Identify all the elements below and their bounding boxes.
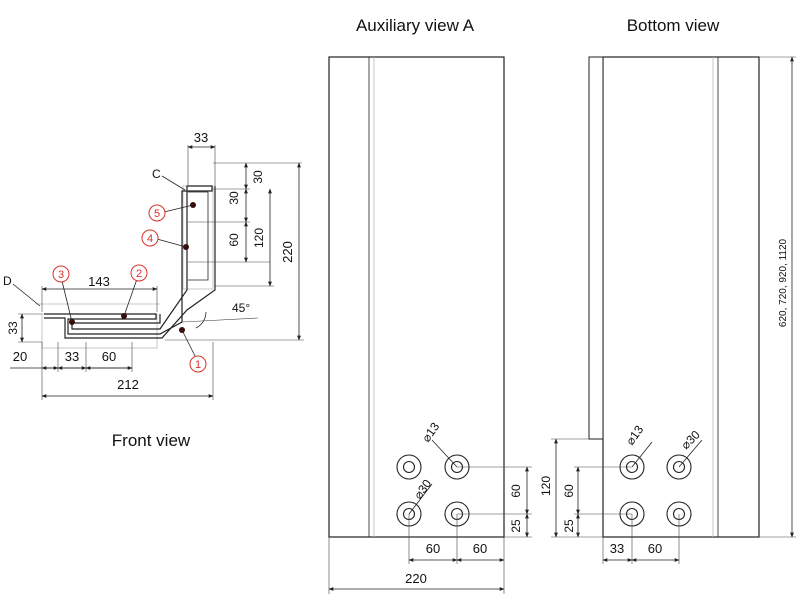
bracket-inner-profile bbox=[44, 186, 216, 339]
dim-20: 20 bbox=[13, 349, 27, 364]
aux-leader-large bbox=[408, 483, 433, 515]
dim-212: 212 bbox=[117, 377, 139, 392]
aux-dim-25-vertical: 25 bbox=[509, 519, 523, 533]
bottom-view: ⌀13 ⌀30 120 60 25 33 60 620, 720, 920, 1… bbox=[539, 56, 796, 564]
ext-line bbox=[181, 317, 259, 323]
svg-text:5: 5 bbox=[154, 208, 160, 220]
aux-dim-220: 220 bbox=[405, 571, 427, 586]
dim-143: 143 bbox=[88, 274, 110, 289]
dim-angle-45: 45° bbox=[232, 301, 250, 315]
dim-30-upper: 30 bbox=[251, 170, 265, 184]
dim-30: 30 bbox=[227, 191, 241, 205]
dim-120: 120 bbox=[252, 228, 266, 248]
auxiliary-view-title: Auxiliary view A bbox=[356, 16, 475, 35]
bottom-leader-large bbox=[678, 439, 703, 468]
aux-leader-small bbox=[431, 439, 458, 468]
bottom-dim-120: 120 bbox=[539, 476, 553, 496]
front-view-title: Front view bbox=[112, 431, 191, 450]
marker-1: 1 bbox=[181, 329, 207, 373]
aux-dim-60-vertical: 60 bbox=[509, 484, 523, 498]
bottom-dim-60-vertical: 60 bbox=[562, 484, 576, 498]
label-d: D bbox=[3, 274, 12, 288]
dim-33-vertical: 33 bbox=[6, 321, 20, 335]
bottom-length-options: 620, 720, 920, 1120 bbox=[778, 238, 789, 327]
bottom-dim-25-vertical: 25 bbox=[562, 519, 576, 533]
marker-3: 3 bbox=[52, 265, 73, 323]
bottom-flange-strip bbox=[588, 56, 604, 440]
dim-60-horizontal: 60 bbox=[102, 349, 116, 364]
svg-text:1: 1 bbox=[195, 359, 201, 371]
marker-2: 2 bbox=[123, 264, 148, 317]
aux-hole-top-left bbox=[396, 454, 422, 480]
svg-text:2: 2 bbox=[136, 268, 142, 280]
svg-text:4: 4 bbox=[147, 233, 153, 245]
aux-dim-60-b: 60 bbox=[473, 541, 487, 556]
bracket-outer-profile bbox=[44, 185, 213, 335]
angle-arc bbox=[195, 311, 207, 329]
dim-33-horizontal: 33 bbox=[65, 349, 79, 364]
bottom-dim-60: 60 bbox=[648, 541, 662, 556]
front-view: 33 30 30 60 120 220 143 33 bbox=[3, 130, 304, 400]
dim-220-front: 220 bbox=[280, 241, 295, 263]
dim-60: 60 bbox=[227, 233, 241, 247]
dim-top-flange: 33 bbox=[194, 130, 208, 145]
marker-5: 5 bbox=[148, 204, 194, 222]
aux-dim-60-a: 60 bbox=[426, 541, 440, 556]
svg-text:3: 3 bbox=[58, 269, 64, 281]
bottom-leader-small bbox=[631, 441, 653, 468]
bracket-upper-fold bbox=[188, 191, 209, 281]
leader-c bbox=[161, 175, 186, 191]
label-c: C bbox=[152, 167, 161, 181]
auxiliary-view: ⌀13 ⌀30 60 25 60 60 220 bbox=[328, 56, 532, 594]
bottom-dim-33: 33 bbox=[610, 541, 624, 556]
bottom-view-title: Bottom view bbox=[627, 16, 720, 35]
leader-d bbox=[12, 283, 41, 307]
marker-4: 4 bbox=[141, 229, 187, 248]
